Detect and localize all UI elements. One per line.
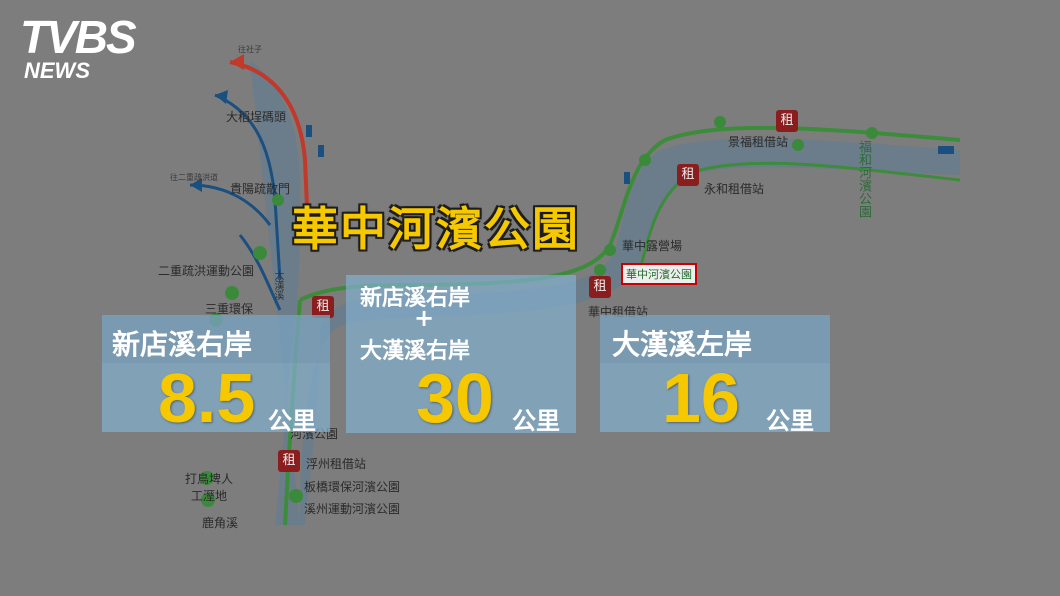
distance-panel-1: 新店溪右岸 8.5 公里 [102, 315, 330, 437]
rental-station-icon: 租 [776, 110, 798, 132]
map-label: 大稻埕碼頭 [226, 110, 287, 124]
panel-plus: + [414, 304, 435, 332]
map-label: 板橋環保河濱公園 [304, 480, 401, 494]
panel-title: 新店溪右岸 [112, 328, 253, 361]
panel-title: 大漢溪右岸 [360, 339, 471, 364]
logo-sub: NEWS [24, 58, 90, 83]
distance-panel-3: 大漢溪左岸 16 公里 [600, 315, 830, 437]
map-label: 浮州租借站 [306, 457, 367, 471]
panel-unit: 公里 [766, 407, 814, 435]
rental-station-icon: 租 [312, 296, 334, 318]
map-label: 大漢溪 [272, 270, 283, 300]
map-label: 貴陽疏散門 [230, 182, 291, 196]
distance-panel-2: 新店溪右岸 + 大漢溪右岸 30 公里 [346, 275, 576, 437]
map-label: 二重疏洪運動公園 [158, 264, 255, 278]
tvbs-logo: TVBS NEWS [20, 11, 137, 83]
red-route [229, 60, 310, 231]
map-label: 福和河濱公園 [856, 140, 871, 218]
panel-unit: 公里 [512, 407, 560, 435]
panel-title: 新店溪右岸 [360, 286, 471, 311]
headline: 華中河濱公園 [292, 202, 580, 256]
panel-unit: 公里 [268, 407, 316, 435]
panel-title: 大漢溪左岸 [612, 328, 753, 361]
rental-station-icon: 租 [677, 164, 699, 186]
panel-value: 8.5 [158, 359, 256, 437]
map-label: 往社子 [238, 45, 262, 54]
panel-value: 30 [416, 359, 494, 437]
map-label: 鹿角溪 [202, 516, 239, 530]
rental-station-icon: 租 [278, 450, 300, 472]
map-label: 溪州運動河濱公園 [304, 502, 401, 516]
rental-station-icon: 租 [589, 276, 611, 298]
map-label: 打鳥埤人工溼地 [184, 472, 233, 503]
logo-brand: TVBS [20, 11, 137, 63]
map-label: 永和租借站 [704, 182, 765, 196]
map-label: 往二重疏洪道 [170, 173, 218, 182]
panel-value: 16 [662, 359, 740, 437]
map-label: 景福租借站 [728, 135, 789, 149]
park-callout: 華中河濱公園 [621, 263, 697, 285]
map-label: 華中露營場 [622, 239, 683, 253]
map-label: 三重環保 [205, 302, 254, 316]
